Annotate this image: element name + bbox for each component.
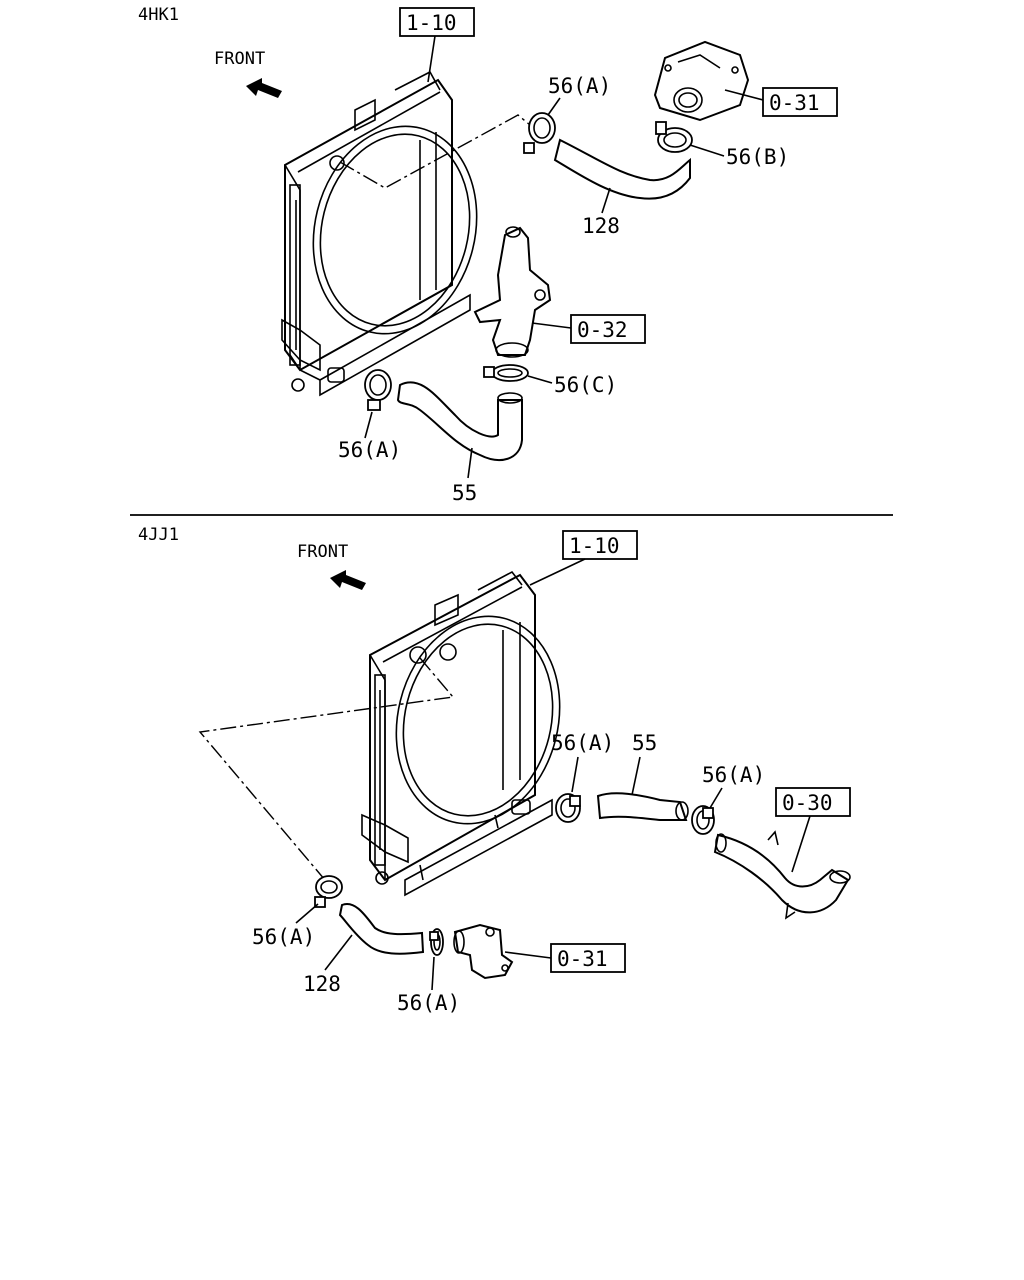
radiator-label-box-2 [562,530,638,560]
outlet-label-box [550,943,626,973]
pipe-label-box [775,787,851,817]
clamp-56a-1 [555,793,581,823]
upper-hose [553,138,691,200]
clamp-56b-label: 56(B) [726,145,789,169]
lower-hose-label: 55 [452,481,477,505]
clamp-56a-4-label: 56(A) [397,991,460,1015]
water-pipe [713,830,851,920]
lower-hose-label-2: 55 [632,731,657,755]
radiator-assembly [281,70,478,397]
clamp-56a-4 [429,928,444,956]
clamp-56a-3-label: 56(A) [252,925,315,949]
clamp-56a-2-label: 56(A) [702,763,765,787]
clamp-56a-1-label: 56(A) [551,731,614,755]
front-arrow-icon [246,78,282,98]
radiator-label-2: 1-10 [569,534,620,558]
clamp-56c [483,364,529,382]
pipe-label: 0-30 [782,791,833,815]
front-label-2: FRONT [297,542,348,562]
outlet-upper-label: 0-31 [769,91,820,115]
front-arrow-icon-2 [330,570,366,590]
radiator-label: 1-10 [406,11,457,35]
clamp-56a-top-label: 56(A) [548,74,611,98]
section-title-4hk1: 4HK1 [138,5,179,25]
upper-hose-label: 128 [582,214,620,238]
lower-hose [396,381,523,461]
clamp-56b [655,121,693,153]
clamp-56a-top [523,112,556,154]
clamp-56a-bottom [364,369,392,411]
outlet-lower-label-box [570,314,646,344]
clamp-56a-2 [691,805,715,835]
upper-hose-label-2: 128 [303,972,341,996]
thermostat-housing-bottom [453,923,514,980]
clamp-56c-label: 56(C) [554,373,617,397]
radiator-assembly-2 [361,570,561,897]
outlet-upper-label-box [762,87,838,117]
upper-hose-2 [338,903,425,955]
radiator-label-box [399,7,475,37]
water-outlet-lower [473,226,552,358]
clamp-56a-3 [314,875,343,908]
outlet-lower-label: 0-32 [577,318,628,342]
lower-hose-2 [596,792,688,821]
section-title-4jj1: 4JJ1 [138,525,179,545]
section-4hk1: 4HK1 FRONT 1-10 [138,5,838,505]
clamp-56a-bottom-label: 56(A) [338,438,401,462]
outlet-label: 0-31 [557,947,608,971]
front-label: FRONT [214,49,265,69]
thermostat-housing-top [653,40,750,122]
section-4jj1: 4JJ1 FRONT 1-10 [138,525,851,1015]
